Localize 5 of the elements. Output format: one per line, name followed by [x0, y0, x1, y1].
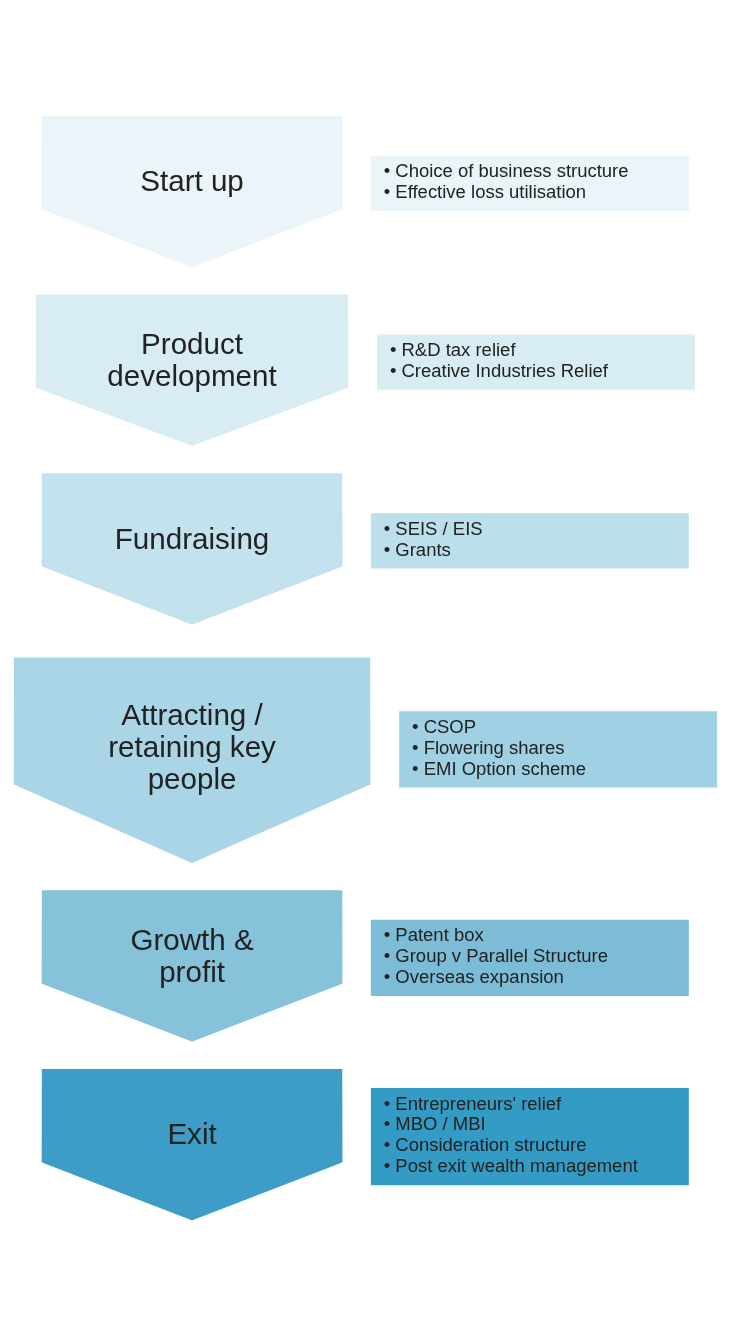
node-box: • R&D tax relief • Creative Industries Relief [375, 332, 697, 391]
node-box: • SEIS / EIS • Grants [369, 511, 691, 570]
node-box: • CSOP • Flowering shares • EMI Option scheme [397, 709, 719, 789]
node-box: • Entrepreneurs' relief • MBO / MBI • Consideration structure • Post exit wealth management [369, 1086, 691, 1187]
node-box: • Patent box • Group v Parallel Structure • Overseas expansion [369, 917, 691, 997]
